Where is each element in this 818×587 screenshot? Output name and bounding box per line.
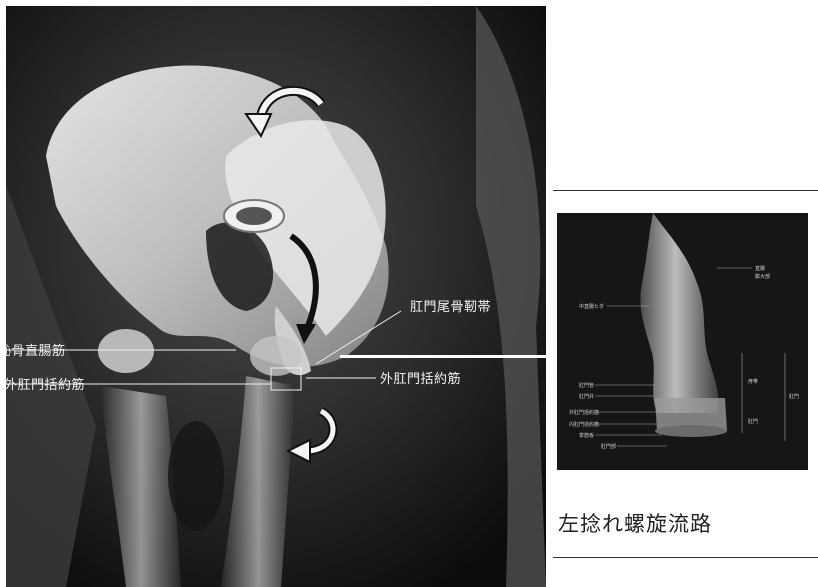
- inset-label-right-1: 痔帯: [748, 378, 758, 385]
- caption-text: 左捻れ螺旋流路: [558, 508, 712, 538]
- inset-label-levator: 挙筋板: [579, 432, 594, 439]
- inset-label-right-3: 肛門: [748, 418, 758, 425]
- pelvis-illustration-panel: 肛門尾骨靭帯 外肛門括約筋 恥骨直腸筋 外肛門括約筋: [6, 6, 546, 587]
- inset-label-rectum: 直腸: [755, 265, 765, 272]
- label-puborectalis: 恥骨直腸筋: [6, 340, 66, 359]
- label-anococcygeal-ligament: 肛門尾骨靭帯: [410, 296, 491, 315]
- inset-label-int-sphincter: 内肛門括約筋: [569, 421, 599, 428]
- anal-canal-inset: 直腸 膨大部 中直腸ヒダ 肛門管 肛門弁 外肛門括約筋 内肛門括約筋 挙筋板 肛…: [557, 213, 808, 470]
- inset-label-right-2: 肛門: [789, 393, 799, 400]
- inset-label-anal-canal: 肛門管: [579, 382, 594, 389]
- inset-label-ampulla: 膨大部: [755, 273, 770, 280]
- left-femoral-head: [98, 329, 154, 373]
- inset-label-anal-valve: 肛門弁: [579, 393, 594, 400]
- anal-canal-illustration: [557, 213, 808, 470]
- label-external-sphincter-right: 外肛門括約筋: [380, 368, 461, 387]
- anal-opening: [655, 425, 727, 437]
- thigh-gap: [168, 421, 224, 531]
- inset-label-anus: 肛門部: [601, 443, 616, 450]
- connector-line: [340, 355, 572, 358]
- right-femoral-head: [250, 336, 302, 376]
- label-external-sphincter-left: 外肛門括約筋: [6, 374, 85, 393]
- rectum-lumen: [236, 207, 272, 225]
- inset-label-ext-sphincter: 外肛門括約筋: [569, 409, 599, 416]
- inset-label-middle-fold: 中直腸ヒダ: [579, 303, 604, 310]
